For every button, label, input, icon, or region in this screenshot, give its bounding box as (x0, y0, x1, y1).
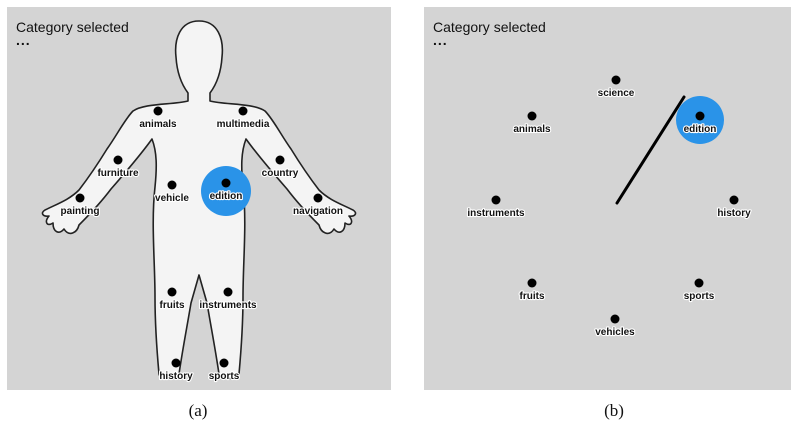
category-dot[interactable] (153, 106, 163, 116)
human-body-silhouette (41, 20, 357, 380)
category-point-animals[interactable]: animals (138, 106, 178, 131)
category-point-edition[interactable]: edition (683, 111, 717, 136)
panel-header: Category selected ... (433, 19, 546, 48)
category-label: vehicle (155, 193, 189, 204)
circular-map-canvas[interactable]: science animals edition instruments history f… (424, 7, 791, 390)
category-label: edition (210, 191, 243, 202)
category-dot[interactable] (113, 155, 123, 165)
panel-circular-map: science animals edition instruments history f… (424, 7, 791, 390)
category-dot[interactable] (610, 314, 620, 324)
category-point-fruits[interactable]: fruits (518, 278, 546, 303)
category-label: history (159, 371, 193, 382)
category-point-instruments[interactable]: instruments (198, 287, 258, 312)
header-text: Category selected (16, 19, 129, 35)
category-point-painting[interactable]: painting (59, 193, 101, 218)
category-point-history[interactable]: history (716, 195, 752, 220)
category-dot[interactable] (275, 155, 285, 165)
category-label: vehicles (595, 327, 635, 338)
category-label: painting (61, 206, 100, 217)
category-point-edition[interactable]: edition (209, 178, 243, 203)
panel-header: Category selected ... (16, 19, 129, 48)
category-label: animals (513, 124, 551, 135)
category-dot[interactable] (313, 193, 323, 203)
header-text: Category selected (433, 19, 546, 35)
category-dot[interactable] (238, 106, 248, 116)
category-label: multimedia (217, 119, 270, 130)
category-point-fruits[interactable]: fruits (158, 287, 186, 312)
category-dot[interactable] (167, 287, 177, 297)
category-point-country[interactable]: country (261, 155, 300, 180)
category-point-history[interactable]: history (158, 358, 194, 383)
category-dot[interactable] (694, 278, 704, 288)
category-dot[interactable] (171, 358, 181, 368)
category-dot[interactable] (527, 111, 537, 121)
pointer-line (615, 95, 686, 205)
category-label: edition (684, 124, 717, 135)
caption-a: (a) (188, 401, 208, 420)
status-ellipsis: ... (16, 32, 31, 48)
category-dot[interactable] (729, 195, 739, 205)
selection-highlight (201, 166, 251, 216)
status-ellipsis: ... (433, 32, 448, 48)
category-point-furniture[interactable]: furniture (96, 155, 140, 180)
category-label: science (598, 88, 635, 99)
category-point-navigation[interactable]: navigation (292, 193, 344, 218)
category-label: sports (684, 291, 715, 302)
category-dot[interactable] (223, 287, 233, 297)
category-dot[interactable] (167, 180, 177, 190)
category-dot[interactable] (695, 111, 705, 121)
category-point-sports[interactable]: sports (208, 358, 241, 383)
panel-body-map: animals multimedia furniture country paintin… (7, 7, 391, 390)
category-label: fruits (160, 300, 185, 311)
category-label: furniture (97, 168, 139, 179)
body-map-canvas[interactable]: animals multimedia furniture country paintin… (7, 7, 391, 390)
category-label: history (717, 208, 751, 219)
category-point-sports[interactable]: sports (683, 278, 716, 303)
category-label: animals (139, 119, 177, 130)
category-label: navigation (293, 206, 343, 217)
category-point-science[interactable]: science (597, 75, 636, 100)
category-point-animals[interactable]: animals (512, 111, 552, 136)
category-dot[interactable] (219, 358, 229, 368)
category-dot[interactable] (221, 178, 231, 188)
category-label: country (262, 168, 299, 179)
category-point-instruments[interactable]: instruments (466, 195, 526, 220)
category-label: instruments (467, 208, 525, 219)
category-label: sports (209, 371, 240, 382)
category-dot[interactable] (491, 195, 501, 205)
caption-b: (b) (604, 401, 624, 420)
category-label: fruits (520, 291, 545, 302)
category-dot[interactable] (611, 75, 621, 85)
category-point-vehicles[interactable]: vehicles (594, 314, 636, 339)
category-label: instruments (199, 300, 257, 311)
category-point-vehicle[interactable]: vehicle (154, 180, 190, 205)
category-dot[interactable] (527, 278, 537, 288)
category-dot[interactable] (75, 193, 85, 203)
category-point-multimedia[interactable]: multimedia (216, 106, 271, 131)
